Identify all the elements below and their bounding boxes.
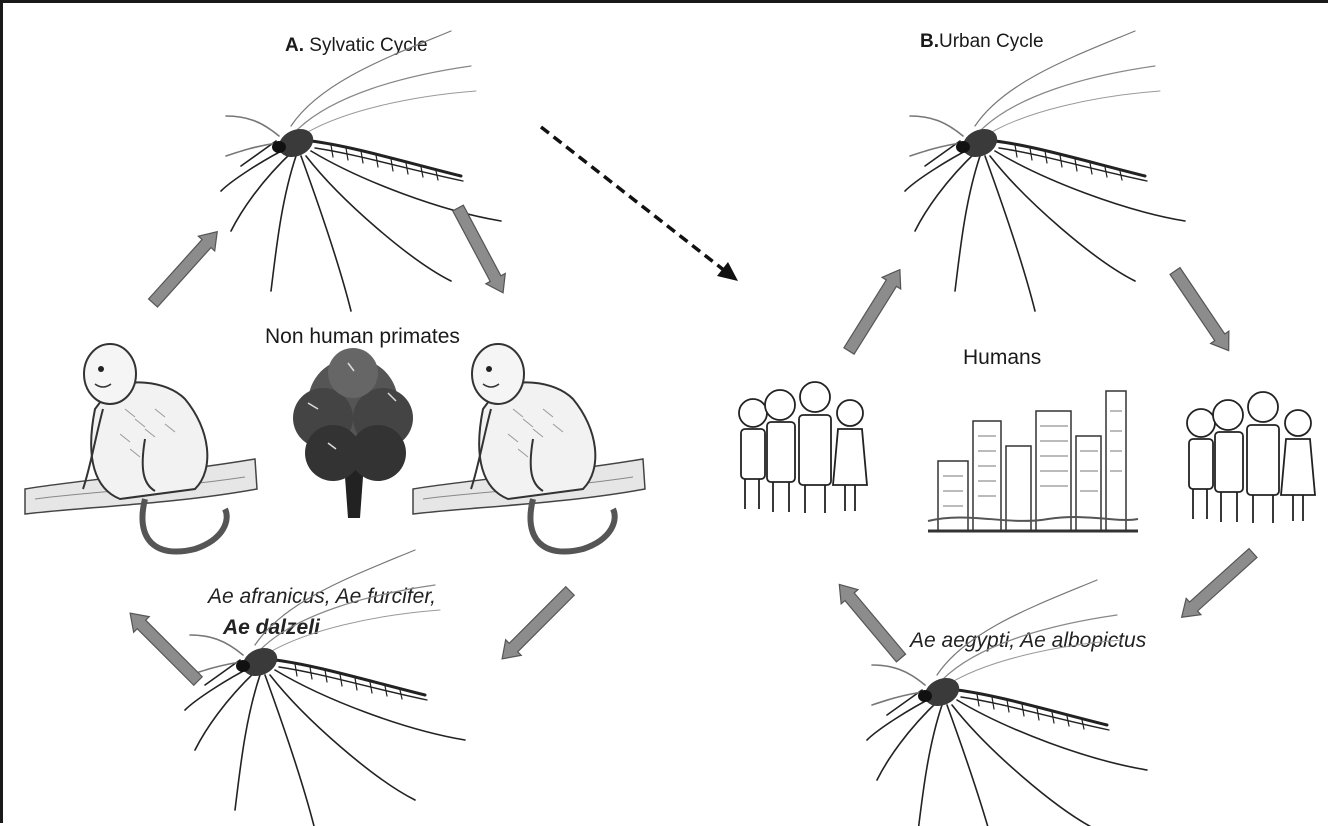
diagram-artwork — [3, 3, 1328, 826]
urban-mosquito-top-icon — [905, 31, 1185, 311]
monkey-left-icon — [25, 344, 257, 552]
family-right-icon — [1187, 392, 1315, 523]
urban-arrow-down-right — [1166, 265, 1238, 357]
urban-arrow-up-left — [831, 577, 910, 665]
urban-arrow-down-left — [1174, 545, 1260, 626]
sylvatic-mosquito-top-icon — [221, 31, 501, 311]
urban-arrow-up — [840, 264, 910, 357]
city-icon — [928, 391, 1138, 531]
monkey-right-icon — [413, 344, 645, 552]
family-left-icon — [739, 382, 867, 513]
urban-mosquito-bottom-icon — [867, 580, 1147, 826]
spillover-arrow — [541, 127, 738, 281]
sylvatic-mosquito-bottom-icon — [185, 550, 465, 826]
tree-icon — [293, 348, 413, 518]
sylvatic-arrow-up-left — [122, 605, 205, 688]
sylvatic-arrow-up — [145, 224, 226, 310]
sylvatic-arrow-down-left — [494, 583, 577, 666]
